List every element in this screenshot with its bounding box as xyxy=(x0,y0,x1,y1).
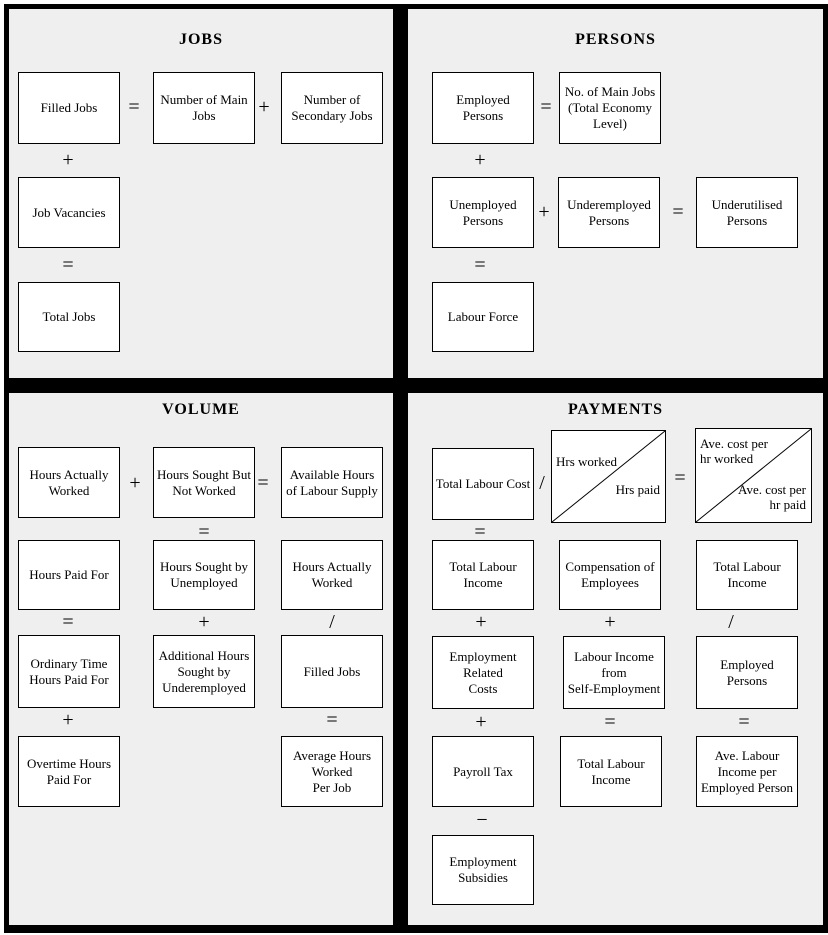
box-total-labour-income-2: Total Labour Income xyxy=(696,540,798,610)
operator-plus: + xyxy=(475,711,487,733)
operator-divide: / xyxy=(329,611,335,633)
operator-equals: = xyxy=(326,709,338,731)
box-compensation-of-employees: Compensation of Employees xyxy=(559,540,661,610)
quadrant-payments: PAYMENTS Total Labour Cost / Hrs worked … xyxy=(408,393,823,925)
diagonal-divider xyxy=(552,431,665,522)
box-employed-persons: Employed Persons xyxy=(432,72,534,144)
operator-plus: + xyxy=(62,709,74,731)
box-no-of-main-jobs-total-economy: No. of Main Jobs (Total Economy Level) xyxy=(559,72,661,144)
operator-equals: = xyxy=(128,96,140,118)
box-labour-income-from-self-employment: Labour Income from Self-Employment xyxy=(563,636,665,709)
operator-plus: + xyxy=(538,201,550,223)
operator-plus: + xyxy=(475,611,487,633)
operator-equals: = xyxy=(198,521,210,543)
box-hours-actually-worked-2: Hours Actually Worked xyxy=(281,540,383,610)
label-ave-cost-per-hr-worked: Ave. cost per hr worked xyxy=(700,436,768,466)
quadrant-persons: PERSONS Employed Persons = No. of Main J… xyxy=(408,9,823,378)
box-payroll-tax: Payroll Tax xyxy=(432,736,534,807)
operator-plus: + xyxy=(258,96,270,118)
box-number-of-secondary-jobs: Number of Secondary Jobs xyxy=(281,72,383,144)
operator-plus: + xyxy=(474,149,486,171)
quadrant-title-persons: PERSONS xyxy=(575,31,656,48)
box-filled-jobs-volume: Filled Jobs xyxy=(281,635,383,708)
box-available-hours-of-labour-supply: Available Hours of Labour Supply xyxy=(281,447,383,518)
quadrant-title-jobs: JOBS xyxy=(178,31,223,48)
operator-plus: + xyxy=(604,611,616,633)
quadrant-volume: VOLUME Hours Actually Worked + Hours Sou… xyxy=(9,393,393,925)
box-hours-sought-by-unemployed: Hours Sought by Unemployed xyxy=(153,540,255,610)
box-hrs-worked-hrs-paid: Hrs worked Hrs paid xyxy=(551,430,666,523)
diagonal-divider xyxy=(696,429,811,522)
box-employment-subsidies: Employment Subsidies xyxy=(432,835,534,905)
operator-plus: + xyxy=(198,611,210,633)
box-additional-hours-sought-by-underemployed: Additional Hours Sought by Underemployed xyxy=(153,635,255,708)
box-underutilised-persons: Underutilised Persons xyxy=(696,177,798,248)
box-employment-related-costs: Employment Related Costs xyxy=(432,636,534,709)
operator-minus: − xyxy=(476,809,488,831)
quadrant-title-payments: PAYMENTS xyxy=(567,401,664,418)
box-employed-persons-payments: Employed Persons xyxy=(696,636,798,709)
label-ave-cost-per-hr-paid: Ave. cost per hr paid xyxy=(738,482,806,512)
quadrant-jobs: JOBS Filled Jobs = Number of Main Jobs +… xyxy=(9,9,393,378)
operator-equals: = xyxy=(62,611,74,633)
box-number-of-main-jobs: Number of Main Jobs xyxy=(153,72,255,144)
box-job-vacancies: Job Vacancies xyxy=(18,177,120,248)
box-hours-actually-worked: Hours Actually Worked xyxy=(18,447,120,518)
quadrant-title-volume: VOLUME xyxy=(162,401,240,418)
operator-equals: = xyxy=(604,711,616,733)
diagram-frame: JOBS Filled Jobs = Number of Main Jobs +… xyxy=(4,4,828,933)
operator-equals: = xyxy=(62,254,74,276)
box-total-jobs: Total Jobs xyxy=(18,282,120,352)
operator-divide: / xyxy=(728,611,734,633)
box-ave-labour-income-per-employed-person: Ave. Labour Income per Employed Person xyxy=(696,736,798,807)
box-unemployed-persons: Unemployed Persons xyxy=(432,177,534,248)
operator-equals: = xyxy=(474,254,486,276)
label-hrs-paid: Hrs paid xyxy=(615,482,660,497)
operator-plus: + xyxy=(129,472,141,494)
box-underemployed-persons: Underemployed Persons xyxy=(558,177,660,248)
box-ordinary-time-hours-paid-for: Ordinary Time Hours Paid For xyxy=(18,635,120,708)
operator-equals: = xyxy=(540,96,552,118)
operator-equals: = xyxy=(257,472,269,494)
label-hrs-worked: Hrs worked xyxy=(556,454,618,469)
box-filled-jobs: Filled Jobs xyxy=(18,72,120,144)
box-overtime-hours-paid-for: Overtime Hours Paid For xyxy=(18,736,120,807)
box-hours-sought-but-not-worked: Hours Sought But Not Worked xyxy=(153,447,255,518)
operator-equals: = xyxy=(474,521,486,543)
operator-divide: / xyxy=(539,472,545,494)
operator-equals: = xyxy=(738,711,750,733)
operator-equals: = xyxy=(672,201,684,223)
box-average-hours-worked-per-job: Average Hours Worked Per Job xyxy=(281,736,383,807)
box-ave-cost-per-hr: Ave. cost per hr worked Ave. cost per hr… xyxy=(695,428,812,523)
box-total-labour-cost: Total Labour Cost xyxy=(432,448,534,520)
box-hours-paid-for: Hours Paid For xyxy=(18,540,120,610)
operator-equals: = xyxy=(674,467,686,489)
operator-plus: + xyxy=(62,149,74,171)
box-labour-force: Labour Force xyxy=(432,282,534,352)
box-total-labour-income-3: Total Labour Income xyxy=(560,736,662,807)
box-total-labour-income: Total Labour Income xyxy=(432,540,534,610)
